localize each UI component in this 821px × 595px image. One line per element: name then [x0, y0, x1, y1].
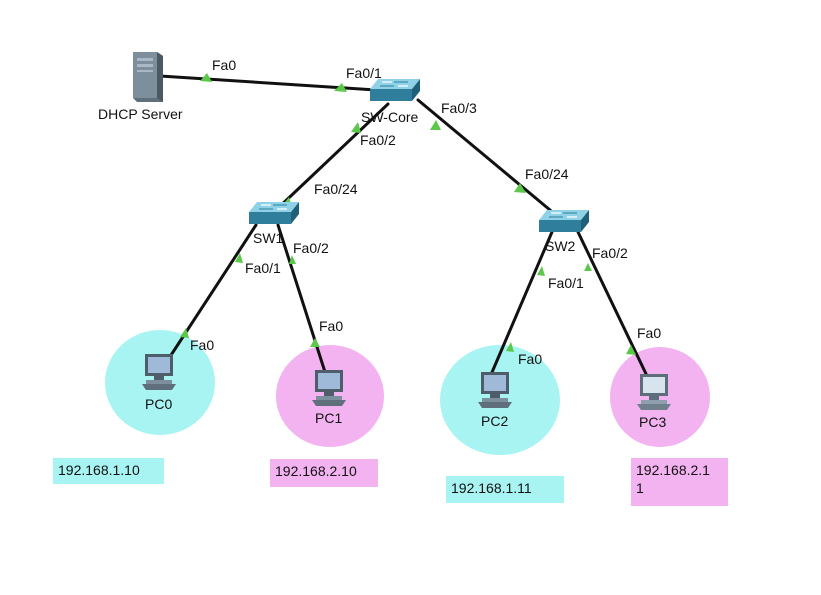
port-indicator-core-fa0-3 — [430, 120, 441, 130]
port-indicator-sw2-fa0-24 — [514, 183, 526, 193]
pc1-node[interactable] — [310, 368, 350, 413]
link-core-sw2[interactable] — [416, 98, 558, 217]
switch-icon — [539, 210, 589, 232]
dhcp-server-label: DHCP Server — [98, 106, 183, 122]
port-indicator-dhcp-fa0 — [200, 73, 212, 82]
pc-icon — [637, 374, 671, 410]
port-label-pc0-fa0: Fa0 — [190, 337, 215, 353]
pc0-label: PC0 — [145, 396, 173, 412]
pc0-ip-text: 192.168.1.10 — [58, 462, 140, 478]
port-indicator-sw1-fa0-1 — [235, 253, 243, 263]
pc1-label: PC1 — [315, 410, 343, 426]
port-indicator-pc2-fa0 — [506, 342, 514, 352]
port-label-dhcp-fa0: Fa0 — [212, 57, 237, 73]
pc-icon — [312, 370, 346, 406]
port-indicator-pc0-fa0 — [180, 328, 189, 338]
link-core-sw1[interactable] — [274, 102, 390, 212]
port-indicator-sw1-fa0-2 — [289, 255, 296, 264]
port-indicator-core-fa0-2 — [351, 122, 361, 133]
port-indicator-sw2-fa0-1 — [537, 266, 545, 276]
port-indicator-core-fa0-1 — [334, 83, 347, 92]
port-label-sw2-fa0-1: Fa0/1 — [548, 275, 584, 291]
pc-icon — [142, 354, 176, 390]
pc2-node[interactable] — [476, 370, 516, 415]
pc3-ip-text-line1: 192.168.2.1 — [636, 462, 710, 478]
port-indicator-pc3-fa0 — [626, 345, 636, 355]
pc-icon — [478, 372, 512, 408]
pc2-ip-note: 192.168.1.11 — [446, 476, 564, 503]
switch-icon — [249, 202, 299, 224]
sw1-label: SW1 — [253, 230, 284, 246]
link-sw2-pc2[interactable] — [488, 230, 554, 379]
dhcp-server-node[interactable] — [127, 50, 167, 109]
link-sw2-pc3[interactable] — [576, 230, 650, 380]
port-label-sw2-fa0-2: Fa0/2 — [592, 245, 628, 261]
port-label-sw2-fa0-24: Fa0/24 — [525, 166, 569, 182]
port-label-core-fa0-2: Fa0/2 — [360, 132, 396, 148]
sw1-node[interactable] — [247, 200, 301, 231]
pc3-label: PC3 — [639, 414, 667, 430]
server-icon — [133, 52, 163, 102]
pc3-node[interactable] — [635, 372, 675, 417]
sw2-label: SW2 — [545, 238, 576, 254]
pc2-label: PC2 — [481, 413, 509, 429]
port-label-pc3-fa0: Fa0 — [637, 325, 662, 341]
port-indicator-sw2-fa0-2 — [584, 263, 592, 271]
pc2-ip-text: 192.168.1.11 — [451, 480, 532, 496]
port-label-pc1-fa0: Fa0 — [319, 318, 344, 334]
pc0-ip-note: 192.168.1.10 — [53, 458, 164, 484]
pc1-ip-note: 192.168.2.10 — [270, 459, 378, 487]
port-label-sw1-fa0-24: Fa0/24 — [314, 181, 358, 197]
sw-core-label: SW-Core — [361, 109, 419, 125]
pc0-node[interactable] — [140, 352, 180, 397]
sw-core-node[interactable] — [368, 77, 422, 108]
port-label-core-fa0-1: Fa0/1 — [346, 65, 382, 81]
link-sw1-pc1[interactable] — [276, 223, 327, 374]
pc3-ip-note: 192.168.2.1 1 — [631, 458, 728, 506]
port-label-sw1-fa0-2: Fa0/2 — [293, 240, 329, 256]
port-label-sw1-fa0-1: Fa0/1 — [245, 260, 281, 276]
pc3-ip-text-line2: 1 — [636, 480, 644, 496]
link-sw1-pc0[interactable] — [158, 223, 258, 374]
port-indicator-pc1-fa0 — [310, 338, 320, 347]
switch-icon — [370, 79, 420, 101]
pc3-vlan-circle — [610, 347, 710, 447]
port-label-pc2-fa0: Fa0 — [518, 351, 543, 367]
port-label-core-fa0-3: Fa0/3 — [441, 100, 477, 116]
pc1-ip-text: 192.168.2.10 — [275, 463, 357, 479]
sw2-node[interactable] — [537, 208, 591, 239]
